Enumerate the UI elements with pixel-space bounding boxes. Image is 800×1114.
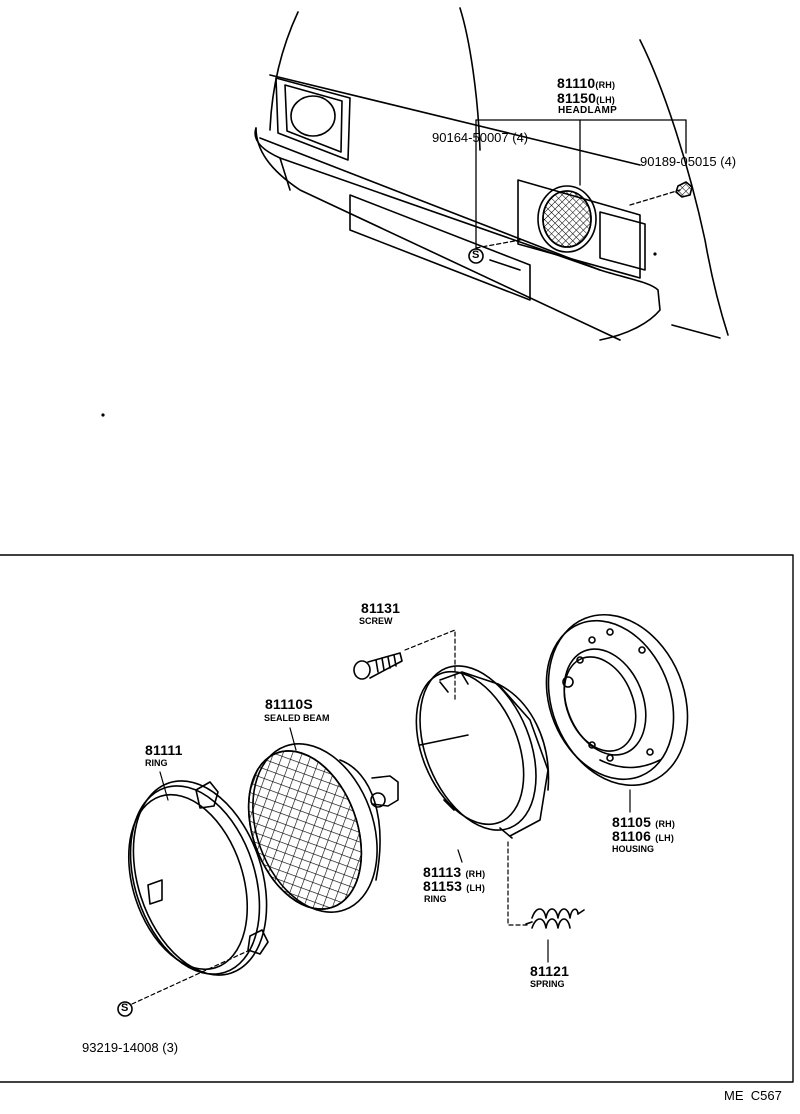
footer-code: ME C567 [724,1088,782,1103]
headlamp-name: HEADLAMP [558,105,618,116]
s-bolt-symbol-top [468,248,484,264]
housing-lh-number: 81106 (LH) [612,828,675,844]
housing-rh-number: 81105 (RH) [612,814,676,830]
headlamp-lh-number: 81150(LH) [557,90,615,106]
nut-icon [675,181,693,198]
s-bolt-symbol-bottom [117,1001,133,1017]
screw-name: SCREW [359,616,393,626]
bottom-leaders [159,727,549,963]
spring-name: SPRING [530,979,565,989]
sealed-beam-number: 81110S [265,696,313,712]
outer-ring-number: 81111 [145,742,183,758]
nut-part-number: 90189-05015 (4) [640,154,737,169]
spring-part [525,908,585,929]
sealed-beam-name: SEALED BEAM [264,713,330,723]
screw-dash-line [404,629,456,701]
spring-dash-line [507,841,529,926]
spring-number: 81121 [530,963,570,979]
bolt-dash-line [131,949,251,1005]
detail-frame [0,554,794,1083]
housing-part [545,613,689,787]
bolt-part-number: 93219-14008 (3) [82,1040,179,1055]
screw-part [353,652,403,680]
headlamp-rh-number: 81110(RH) [557,75,616,91]
sealed-beam-part [247,743,399,913]
top-callouts [475,119,687,249]
inner-ring-rh-number: 81113 (RH) [423,864,486,880]
housing-name: HOUSING [612,844,655,854]
outer-ring-name: RING [145,758,168,768]
inner-ring-part [415,665,550,839]
inner-ring-lh-number: 81153 (LH) [423,878,486,894]
vehicle-front-illustration [101,7,729,417]
screw-number: 81131 [361,600,401,616]
s-label-top: S [472,249,480,261]
s-label-bottom: S [121,1002,129,1014]
screw-top-part-number: 90164-50007 (4) [432,130,529,145]
inner-ring-name: RING [424,894,447,904]
